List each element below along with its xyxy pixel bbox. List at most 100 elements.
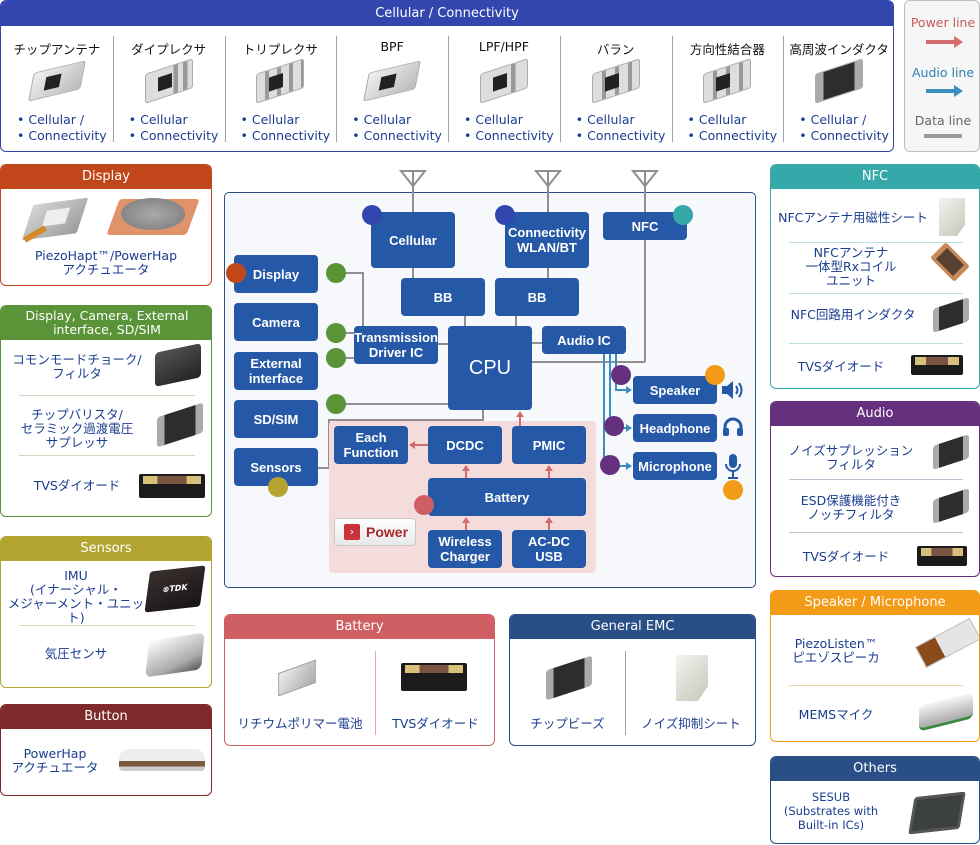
separator xyxy=(336,36,338,142)
power-line xyxy=(465,470,467,478)
cpu-block[interactable]: CPU xyxy=(448,326,532,410)
transmission-driver-ic-block[interactable]: Transmission Driver IC xyxy=(354,326,438,364)
audio-arrowhead-icon xyxy=(954,85,963,97)
cellular-product-1[interactable]: チップアンテナ• Cellular /• Connectivity xyxy=(1,26,113,151)
display-camera-panel[interactable]: Display, Camera, External interface, SD/… xyxy=(0,305,212,517)
data-line-icon xyxy=(924,134,962,138)
others-panel[interactable]: Others SESUB (Substrates with Built-in I… xyxy=(770,756,980,844)
bb-block-connectivity[interactable]: BB xyxy=(495,278,579,316)
chip-marking xyxy=(604,73,619,92)
tag-text: Cellular xyxy=(251,112,300,127)
speaker-audio-dot[interactable] xyxy=(611,365,631,385)
chip-marking xyxy=(43,73,62,91)
product-tag: • Connectivity xyxy=(17,128,107,143)
display-category-dot[interactable] xyxy=(226,263,246,283)
sensors-block[interactable]: Sensors xyxy=(234,448,318,486)
cellular-product-4[interactable]: BPF• Cellular• Connectivity xyxy=(336,26,448,151)
sdsim-emc-dot[interactable] xyxy=(326,394,346,414)
separator xyxy=(224,36,226,142)
speaker-block[interactable]: Speaker xyxy=(633,376,717,404)
button-panel[interactable]: Button PowerHap アクチュエータ xyxy=(0,704,212,796)
imu-l2: (イナーシャル・ xyxy=(30,582,122,597)
cellular-product-7[interactable]: 方向性結合器• Cellular• Connectivity xyxy=(671,26,784,151)
display-emc-dot[interactable] xyxy=(326,263,346,283)
headphone-audio-dot[interactable] xyxy=(604,416,624,436)
product-tag: • Cellular / xyxy=(17,112,84,127)
imu-l1: IMU xyxy=(64,568,88,583)
product-name: トリプレクサ xyxy=(242,42,318,57)
audio-panel[interactable]: Audio ノイズサプレッション フィルタ ESD保護機能付き ノッチフィルタ … xyxy=(770,401,980,577)
power-line xyxy=(519,416,521,426)
sesub-l2: (Substrates with xyxy=(783,804,879,818)
data-line xyxy=(362,272,364,328)
cellular-product-5[interactable]: LPF/HPF• Cellular• Connectivity xyxy=(448,26,560,151)
product-name: 高周波インダクタ xyxy=(789,42,889,57)
noise-suppression-l1: ノイズサプレッション xyxy=(788,443,914,458)
cellular-product-6[interactable]: バラン• Cellular• Connectivity xyxy=(559,26,672,151)
power-arrow-icon xyxy=(462,465,470,471)
audio-ic-block[interactable]: Audio IC xyxy=(542,326,626,354)
each-block-l1: Each xyxy=(355,430,387,445)
component-chip-image xyxy=(256,58,305,104)
wireless-charger-block[interactable]: Wireless Charger xyxy=(428,530,502,568)
display-panel[interactable]: Display PiezoHapt™/PowerHap アクチュエータ xyxy=(0,164,212,286)
battery-panel[interactable]: Battery リチウムポリマー電池 TVSダイオード xyxy=(224,614,495,746)
button-header: Button xyxy=(1,705,211,729)
cellular-product-8[interactable]: 高周波インダクタ• Cellular /• Connectivity xyxy=(783,26,893,151)
cellular-block[interactable]: Cellular xyxy=(371,212,455,268)
component-chip-image xyxy=(815,58,864,104)
external-interface-block[interactable]: External interface xyxy=(234,352,318,390)
each-function-block[interactable]: Each Function xyxy=(334,426,408,464)
data-line xyxy=(482,408,484,420)
separator xyxy=(375,651,376,735)
connectivity-category-dot[interactable] xyxy=(495,205,515,225)
pmic-block[interactable]: PMIC xyxy=(512,426,586,464)
acdc-usb-block[interactable]: AC-DC USB xyxy=(512,530,586,568)
external-emc-dot[interactable] xyxy=(326,348,346,368)
sensors-panel[interactable]: Sensors IMU (イナーシャル・ メジャーメント・ユニット) ⊗TDK … xyxy=(0,536,212,688)
esd-notch-l2: ノッチフィルタ xyxy=(807,507,895,522)
data-line xyxy=(412,268,414,280)
camera-emc-dot[interactable] xyxy=(326,323,346,343)
display-block[interactable]: Display xyxy=(234,255,318,293)
nfc-block[interactable]: NFC xyxy=(603,212,687,240)
cellular-product-2[interactable]: ダイプレクサ• Cellular• Connectivity xyxy=(112,26,225,151)
product-tag: • Connectivity xyxy=(352,128,442,143)
bb-block-cellular[interactable]: BB xyxy=(401,278,485,316)
sensors-category-dot[interactable] xyxy=(268,477,288,497)
imu-l3: メジャーメント・ユニット) xyxy=(7,596,145,625)
power-button[interactable]: › Power xyxy=(334,518,416,546)
tvs-diode-image xyxy=(401,663,467,691)
headphone-block[interactable]: Headphone xyxy=(633,414,717,442)
nfc-panel[interactable]: NFC NFCアンテナ用磁性シート NFCアンテナ 一体型Rxコイル ユニット … xyxy=(770,164,980,389)
dcdc-block[interactable]: DCDC xyxy=(428,426,502,464)
sdsim-block[interactable]: SD/SIM xyxy=(234,400,318,438)
general-emc-panel[interactable]: General EMC チップビーズ ノイズ抑制シート xyxy=(509,614,756,746)
lithium-polymer-label: リチウムポリマー電池 xyxy=(237,716,363,731)
speaker-microphone-panel[interactable]: Speaker / Microphone PiezoListen™ ピエゾスピー… xyxy=(770,590,980,742)
component-chip-image xyxy=(703,58,752,104)
cellular-product-3[interactable]: トリプレクサ• Cellular• Connectivity xyxy=(224,26,337,151)
tag-text: Connectivity xyxy=(251,128,331,143)
connectivity-block[interactable]: Connectivity WLAN/BT xyxy=(505,212,589,268)
cellular-connectivity-panel: Cellular / Connectivity チップアンテナ• Cellula… xyxy=(0,0,894,152)
separator xyxy=(19,395,195,396)
battery-block[interactable]: Battery xyxy=(428,478,586,516)
nfc-category-dot[interactable] xyxy=(673,205,693,225)
separator xyxy=(112,36,114,142)
microphone-audio-dot[interactable] xyxy=(600,455,620,475)
bullet-icon: • xyxy=(352,112,364,127)
microphone-category-dot[interactable] xyxy=(723,480,743,500)
chip-marking xyxy=(716,73,731,92)
cellular-connectivity-header: Cellular / Connectivity xyxy=(1,1,893,26)
tag-text: Connectivity xyxy=(28,128,107,143)
camera-block[interactable]: Camera xyxy=(234,303,318,341)
sesub-l1: SESUB xyxy=(811,790,851,804)
general-emc-header: General EMC xyxy=(510,615,755,639)
cellular-category-dot[interactable] xyxy=(362,205,382,225)
audio-line xyxy=(603,354,605,466)
microphone-block[interactable]: Microphone xyxy=(633,452,717,480)
external-block-l1: External xyxy=(250,356,302,371)
speaker-category-dot[interactable] xyxy=(705,365,725,385)
battery-category-dot[interactable] xyxy=(414,495,434,515)
